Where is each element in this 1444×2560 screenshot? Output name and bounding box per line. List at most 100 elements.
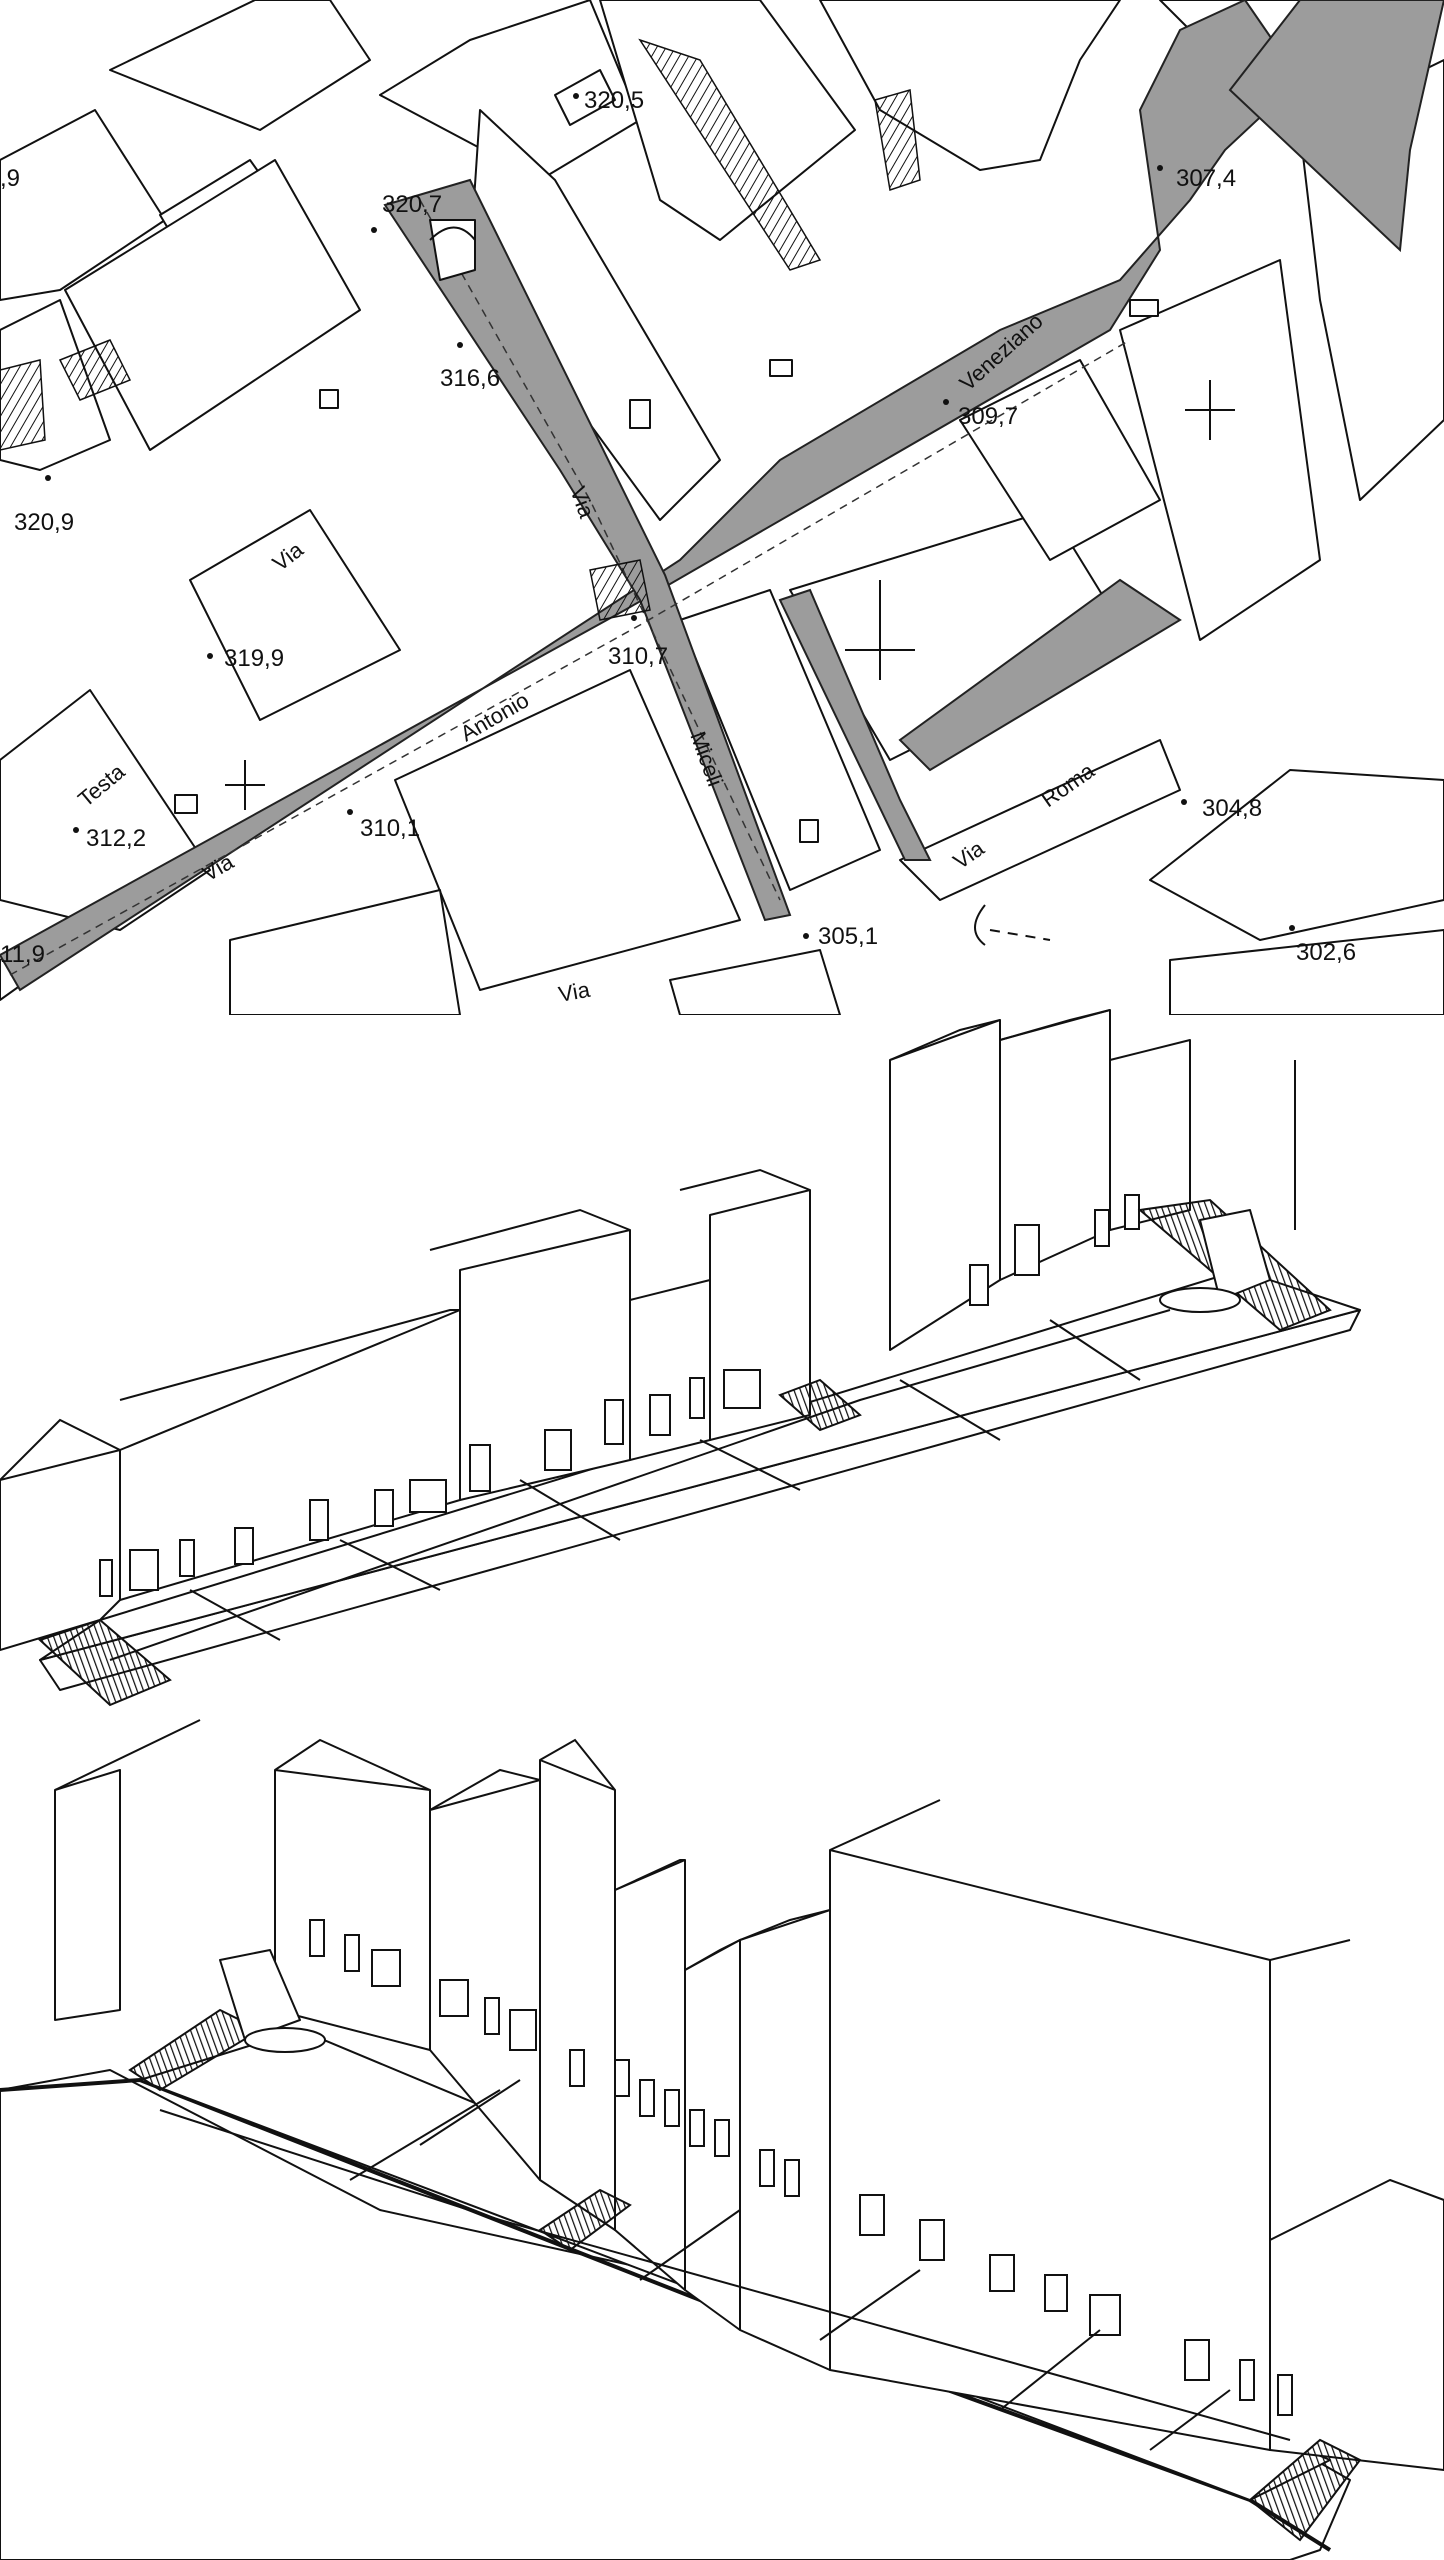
axo2-window (689, 2109, 705, 2147)
axo1-paving-line (339, 1539, 441, 1591)
block-miceli-east (679, 589, 881, 891)
plan-stair-5 (589, 559, 651, 621)
plan-stair-2 (874, 89, 921, 191)
elevation-dot (803, 933, 809, 939)
axo1-roof-6 (999, 1009, 1111, 1041)
elevation-label: 309,7 (958, 403, 1018, 430)
plan-detail-5 (319, 389, 339, 409)
elevation-label: 316,6 (440, 365, 500, 392)
axo1-paving-long (109, 1309, 1171, 1661)
axo2-roof-2 (274, 1738, 431, 1791)
dashed-line-2 (419, 199, 781, 901)
elevation-dot (371, 227, 377, 233)
plan-stairs (0, 38, 921, 621)
streets-gray (0, 0, 1444, 992)
axo2-window (989, 2254, 1015, 2292)
elevation-label: 312,2 (86, 825, 146, 852)
elevation-label: 320,7 (382, 191, 442, 218)
axo1-window (1124, 1194, 1140, 1230)
axo2-window (919, 2219, 945, 2261)
axo2-window (309, 1919, 325, 1957)
elevation-label: 320,5 (584, 87, 644, 114)
axo2-paving-line (639, 2209, 741, 2281)
elevation-label: 310,1 (360, 815, 420, 842)
axo1-window (374, 1489, 394, 1527)
axo1-window (129, 1549, 159, 1591)
axo1-roof-4 (679, 1168, 811, 1191)
axo2-window (1239, 2359, 1255, 2401)
elevation-dot (631, 615, 637, 621)
roma-curve (974, 904, 986, 946)
plan-detail-3 (799, 819, 819, 843)
axo2-roof-8 (829, 1799, 941, 1851)
plan-stair-3 (58, 339, 132, 401)
axo1-window (604, 1399, 624, 1445)
axo1-window (723, 1369, 761, 1409)
axo2-window (569, 2049, 585, 2087)
axo2-window (1184, 2339, 1210, 2381)
axo2-roof-6 (684, 1939, 741, 1971)
elevation-label: ,9 (0, 165, 20, 192)
axo1-roof-1 (0, 1418, 121, 1481)
axo2-window (614, 2059, 630, 2097)
axo1-window (969, 1264, 989, 1306)
side-lane (778, 588, 932, 861)
axo1-roof-3 (429, 1208, 631, 1251)
axo1-paving-line (1049, 1319, 1141, 1381)
axo1-window (309, 1499, 329, 1541)
axo1-window (99, 1559, 113, 1597)
block-top-left-2 (109, 0, 371, 131)
block-top-left (0, 109, 166, 301)
axo1-window (179, 1539, 195, 1577)
elevation-label: 302,6 (1296, 939, 1356, 966)
plan-stair-4 (0, 359, 46, 451)
axonometric-view-1 (0, 1009, 1361, 1707)
axo1-window (544, 1429, 572, 1471)
block-left-lower (189, 509, 401, 721)
elevation-dot (347, 809, 353, 815)
axo2-window (344, 1934, 360, 1972)
elevation-label: 310,7 (608, 643, 668, 670)
block-lower-center (394, 669, 741, 991)
block-lower-right (1149, 769, 1444, 941)
axo1-window (649, 1394, 671, 1436)
apse-shape (429, 219, 476, 281)
axo1-paving-line (899, 1379, 1001, 1441)
axo1-paving-line (189, 1589, 281, 1641)
axo2-paving-line (819, 2269, 921, 2341)
elevation-label: 11,9 (0, 941, 45, 968)
street-name-via-5: Via (557, 977, 593, 1007)
axo2-window (859, 2194, 885, 2236)
plaza-top-right (1228, 0, 1444, 253)
axo1-window (1014, 1224, 1040, 1276)
axo2-ruin-base (244, 2027, 326, 2053)
elevation-label: 304,8 (1202, 795, 1262, 822)
axo2-paving-line (999, 2329, 1101, 2411)
axo2-window (1044, 2274, 1068, 2312)
axo2-building-4 (539, 1759, 616, 2231)
axo2-window (371, 1949, 401, 1987)
site-plan: 320,5 320,7 316,6 307,4 309,7 320,9 319,… (0, 0, 1444, 1015)
dashed-lines (9, 199, 1131, 976)
axo2-ruin (219, 1949, 301, 2041)
axo2-stair-mid (538, 2188, 632, 2252)
axo2-window (759, 2149, 775, 2187)
elevation-dot (73, 827, 79, 833)
axonometric-view-2 (0, 1719, 1444, 2560)
axo2-window (784, 2159, 800, 2197)
elevation-dot (943, 399, 949, 405)
block-right-mid (1119, 259, 1321, 641)
elevation-dot (573, 93, 579, 99)
axo1-roof-2 (119, 1309, 460, 1401)
axo1-window (234, 1527, 254, 1565)
axo2-window (509, 2009, 537, 2051)
axo1-paving-line (699, 1439, 801, 1491)
axo2-roof-7 (739, 1909, 831, 1941)
axo2-building-2 (274, 1769, 431, 2051)
lane-east (898, 578, 1182, 772)
elevation-label: 319,9 (224, 645, 284, 672)
axo2-paving-line (349, 2089, 501, 2181)
elevation-dot (457, 342, 463, 348)
apse-curve (429, 226, 476, 241)
